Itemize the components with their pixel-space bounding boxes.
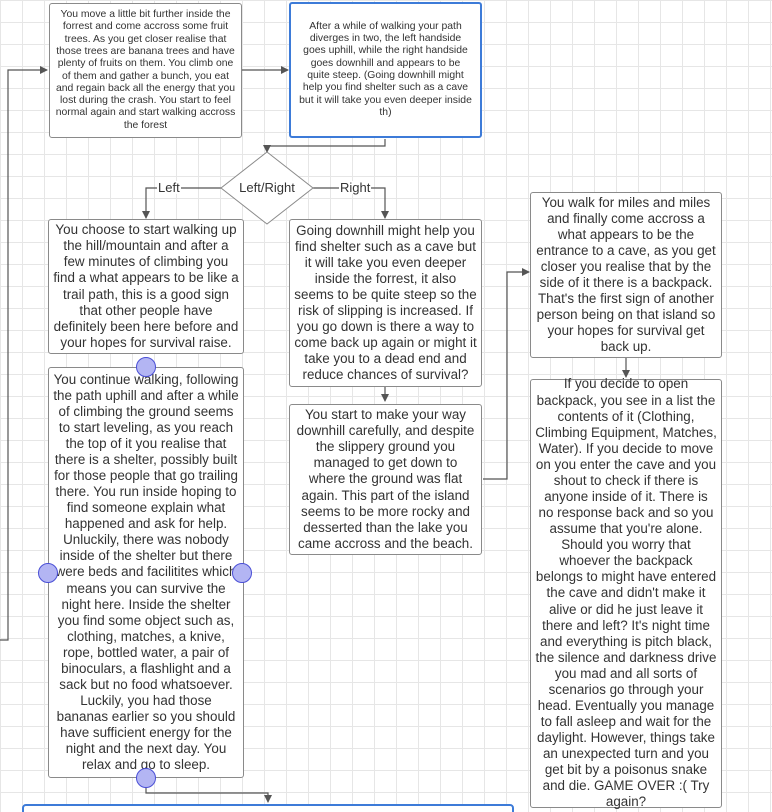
node-path-diverges[interactable]: After a while of walking your path diver… [289,2,482,138]
resize-handle-top[interactable] [136,357,156,377]
edge-label-left: Left [157,180,181,195]
node-forest-walk[interactable]: You move a little bit further inside the… [49,3,242,138]
node-shelter-text: You continue walking, following the path… [53,371,239,773]
node-cave-backpack-text: You walk for miles and miles and finally… [536,194,716,355]
connector-careful-to-cave [483,268,530,480]
decision-label: Left/Right [239,180,295,195]
connector-right-branch [313,187,389,219]
connector-left-loop [0,66,48,641]
connector-left-branch [142,187,221,219]
resize-handle-left[interactable] [38,563,58,583]
node-game-over[interactable]: If you decide to open backpack, you see … [530,376,722,810]
edge-label-right: Right [339,180,372,195]
node-downhill-warning[interactable]: Going downhill might help you find shelt… [289,219,482,387]
node-uphill[interactable]: You choose to start walking up the hill/… [48,219,244,354]
node-game-over-text: If you decide to open backpack, you see … [535,376,717,810]
node-downhill-careful-text: You start to make your way downhill care… [296,407,475,551]
connector-diverge-to-decision [263,139,386,153]
resize-handle-bottom[interactable] [136,768,156,788]
node-forest-walk-text: You move a little bit further inside the… [55,9,236,131]
node-shelter[interactable]: You continue walking, following the path… [48,367,244,778]
node-path-diverges-text: After a while of walking your path diver… [299,20,472,118]
decision-diamond [220,151,314,225]
resize-handle-right[interactable] [232,563,252,583]
node-downhill-warning-text: Going downhill might help you find shelt… [294,222,477,383]
node-downhill-careful[interactable]: You start to make your way downhill care… [289,404,482,555]
node-uphill-text: You choose to start walking up the hill/… [53,222,239,350]
next-node-partial [22,804,514,812]
connector-shelter-to-next [145,778,272,803]
node-cave-backpack[interactable]: You walk for miles and miles and finally… [530,192,722,358]
